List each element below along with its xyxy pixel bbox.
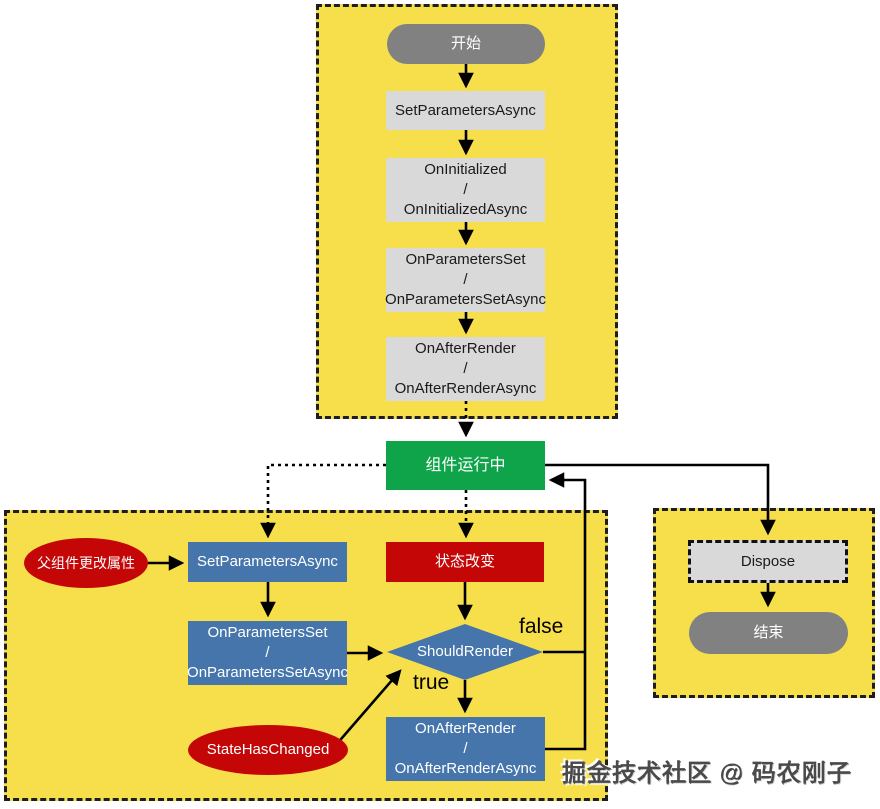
end-terminal: 结束 xyxy=(689,612,848,654)
watermark-text: 掘金技术社区 @ 码农刚子 xyxy=(562,760,852,787)
set-parameters-async-box: SetParametersAsync xyxy=(386,91,545,130)
component-running-label: 组件运行中 xyxy=(425,456,506,474)
end-label: 结束 xyxy=(753,624,784,641)
on-parameters-set-box: OnParametersSet / OnParametersSetAsync xyxy=(385,248,546,312)
set-parameters-async-label-2: SetParametersAsync xyxy=(197,553,338,570)
on-parameters-set-slash: / xyxy=(463,271,468,288)
on-after-render-slash: / xyxy=(463,360,468,377)
state-changed-label: 状态改变 xyxy=(434,553,495,570)
should-render-label: ShouldRender xyxy=(417,643,513,660)
dispose-box: Dispose xyxy=(688,540,848,583)
on-initialized-line2: OnInitializedAsync xyxy=(403,201,528,218)
on-initialized-line1: OnInitialized xyxy=(424,161,507,178)
on-after-render2-slash: / xyxy=(463,740,468,757)
on-after-render2-line2: OnAfterRenderAsync xyxy=(394,760,537,777)
on-after-render-box-2: OnAfterRender / OnAfterRenderAsync xyxy=(386,717,545,781)
start-label: 开始 xyxy=(450,35,481,52)
on-parameters-set-line1: OnParametersSet xyxy=(405,251,526,268)
on-parameters-set-box-2: OnParametersSet / OnParametersSetAsync xyxy=(187,621,348,685)
true-branch-label: true xyxy=(413,671,450,694)
on-after-render2-line1: OnAfterRender xyxy=(415,720,516,737)
parent-set-params-label: 父组件更改属性 xyxy=(37,555,135,571)
on-parameters-set-line2: OnParametersSetAsync xyxy=(385,291,546,308)
state-changed-box: 状态改变 xyxy=(386,542,544,582)
on-initialized-slash: / xyxy=(463,181,468,198)
false-branch-label: false xyxy=(519,615,564,638)
on-after-render-box: OnAfterRender / OnAfterRenderAsync xyxy=(386,337,545,401)
on-after-render-line2: OnAfterRenderAsync xyxy=(394,380,537,397)
set-parameters-async-label: SetParametersAsync xyxy=(395,101,536,119)
set-parameters-async-box-2: SetParametersAsync xyxy=(188,542,347,582)
component-running-box: 组件运行中 xyxy=(386,441,545,490)
on-parameters-set2-slash: / xyxy=(265,644,270,661)
start-terminal: 开始 xyxy=(387,24,545,64)
state-has-changed-ellipse: StateHasChanged xyxy=(188,725,348,775)
on-parameters-set2-line2: OnParametersSetAsync xyxy=(187,664,348,681)
dispose-label: Dispose xyxy=(740,552,796,570)
on-initialized-box: OnInitialized / OnInitializedAsync xyxy=(386,158,545,222)
state-has-changed-label: StateHasChanged xyxy=(206,741,330,758)
on-after-render-line1: OnAfterRender xyxy=(415,340,516,357)
parent-set-params-ellipse: 父组件更改属性 xyxy=(24,538,148,588)
on-parameters-set2-line1: OnParametersSet xyxy=(207,624,328,641)
